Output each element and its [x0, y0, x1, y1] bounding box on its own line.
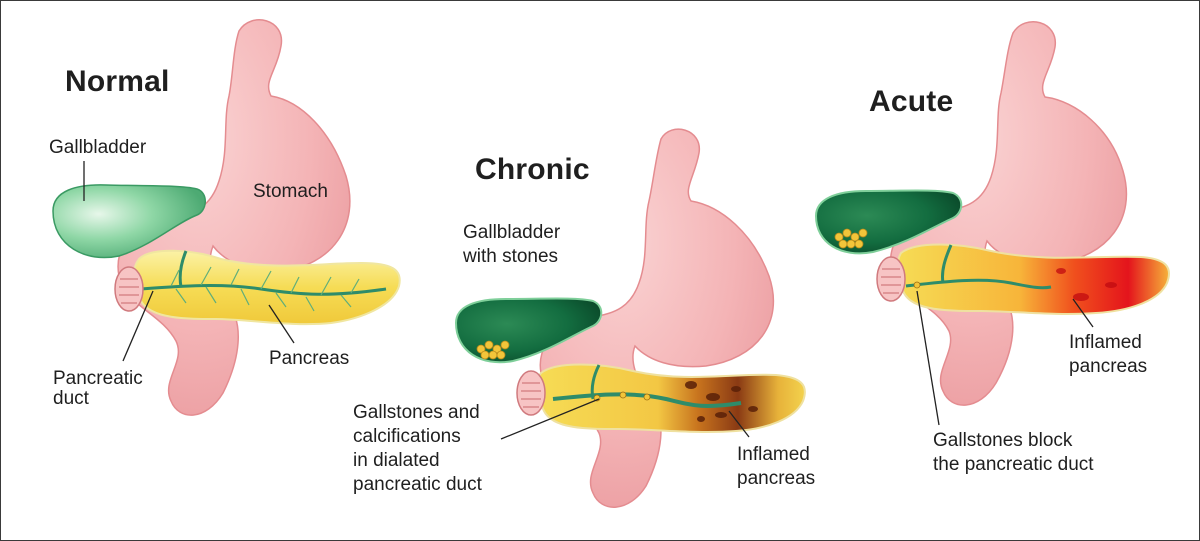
pancreas-label-text: Pancreas: [269, 348, 350, 369]
acute-gallbladder: [814, 189, 963, 255]
normal-gallbladder: [52, 184, 206, 259]
chronic-inflamed-pancreas-label: Inflamed pancreas: [737, 443, 815, 491]
acute-heading: Acute: [869, 85, 954, 118]
chronic-gallstones: [476, 340, 510, 360]
gallbladder-label-text: Gallbladder: [49, 137, 147, 158]
acute-gallstones: [834, 228, 868, 249]
normal-pancreas: [114, 249, 401, 326]
chronic-inflamed-line1: Inflamed: [737, 444, 810, 465]
chronic-inflamed-line2: pancreas: [737, 468, 816, 489]
acute-inflamed-line2: pancreas: [1069, 356, 1148, 377]
gallstones-block-line1: Gallstones block: [933, 430, 1073, 451]
stomach-label: Stomach: [253, 180, 328, 204]
gallbladder-with-stones-line1: Gallbladder: [463, 222, 561, 243]
gallstones-calcifications-line3: in dialated: [353, 450, 440, 471]
pancreatic-duct-label: Pancreatic duct: [53, 369, 143, 409]
gallstones-block-label: Gallstones block the pancreatic duct: [933, 429, 1094, 477]
pancreatic-duct-label-line1: Pancreatic: [53, 368, 143, 389]
gallbladder-with-stones-line2: with stones: [463, 246, 559, 267]
chronic-gallbladder: [454, 297, 603, 364]
gallbladder-label: Gallbladder: [49, 136, 146, 160]
chronic-heading: Chronic: [475, 153, 590, 186]
gallstones-calcifications-line1: Gallstones and: [353, 402, 480, 423]
acute-inflamed-line1: Inflamed: [1069, 332, 1142, 353]
gallstones-calcifications-line2: calcifications: [353, 426, 461, 447]
chronic-pancreas: [516, 363, 806, 433]
chronic-leader-lines: [500, 398, 750, 440]
gallstones-calcifications-label: Gallstones and calcifications in dialate…: [353, 401, 482, 497]
stomach-label-text: Stomach: [253, 181, 328, 202]
acute-pancreas: [876, 243, 1170, 315]
gallstones-calcifications-line4: pancreatic duct: [353, 474, 482, 495]
normal-leader-lines: [83, 161, 295, 362]
normal-heading: Normal: [65, 65, 170, 98]
acute-inflamed-pancreas-label: Inflamed pancreas: [1069, 331, 1147, 379]
gallbladder-with-stones-label: Gallbladder with stones: [463, 221, 560, 269]
gallstones-block-line2: the pancreatic duct: [933, 454, 1094, 475]
pancreas-label: Pancreas: [269, 347, 349, 371]
acute-leader-lines: [916, 290, 1094, 426]
pancreatic-duct-label-line2: duct: [53, 388, 89, 409]
